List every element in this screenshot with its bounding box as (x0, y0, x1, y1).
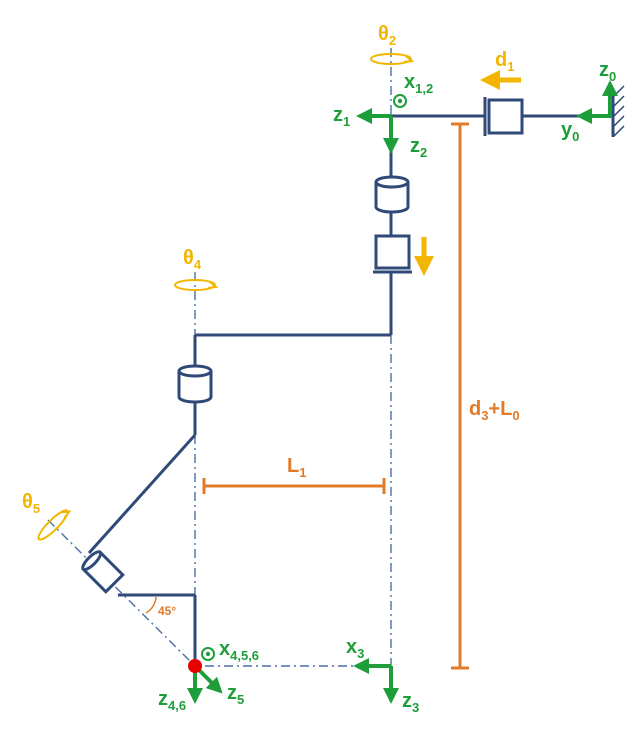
theta5-label: θ5 (22, 491, 40, 516)
L1-label: L1 (287, 455, 306, 480)
revolute-joint-4 (177, 364, 213, 404)
x3-label: x3 (346, 636, 364, 661)
revolute-joint-2 (374, 175, 410, 214)
link-diagonal (87, 433, 197, 555)
d1-label: d1 (495, 49, 514, 74)
z46-label: z4,6 (158, 688, 186, 713)
dimension-d3-L0 (451, 122, 469, 670)
x456-out-of-page-icon (201, 647, 215, 661)
d3-L0-label: d3+L0 (469, 398, 520, 423)
theta5-rotation-icon (37, 509, 72, 541)
z2-label: z2 (410, 135, 427, 160)
theta2-rotation-icon (370, 53, 415, 65)
angle-45-label: 45° (158, 604, 176, 618)
y0-label: y0 (561, 119, 579, 144)
prismatic-joint-d3 (373, 234, 412, 274)
fixed-base-hatch (611, 85, 625, 137)
x12-out-of-page-icon (393, 94, 407, 108)
z0-label: z0 (599, 59, 616, 84)
theta2-label: θ2 (378, 23, 396, 48)
end-effector-point (188, 659, 202, 673)
z5-label: z5 (227, 682, 244, 707)
z1-label: z1 (333, 104, 350, 129)
revolute-joint-5 (81, 550, 125, 594)
x456-label: x4,5,6 (219, 638, 259, 663)
prismatic-joint-d1 (483, 97, 524, 136)
theta4-rotation-icon (174, 279, 219, 291)
theta4-label: θ4 (183, 247, 202, 272)
z3-label: z3 (402, 690, 419, 715)
angle-45-arc (145, 596, 157, 614)
theta5-axis (47, 519, 196, 667)
x12-label: x1,2 (404, 71, 433, 96)
dimension-L1 (202, 478, 386, 494)
